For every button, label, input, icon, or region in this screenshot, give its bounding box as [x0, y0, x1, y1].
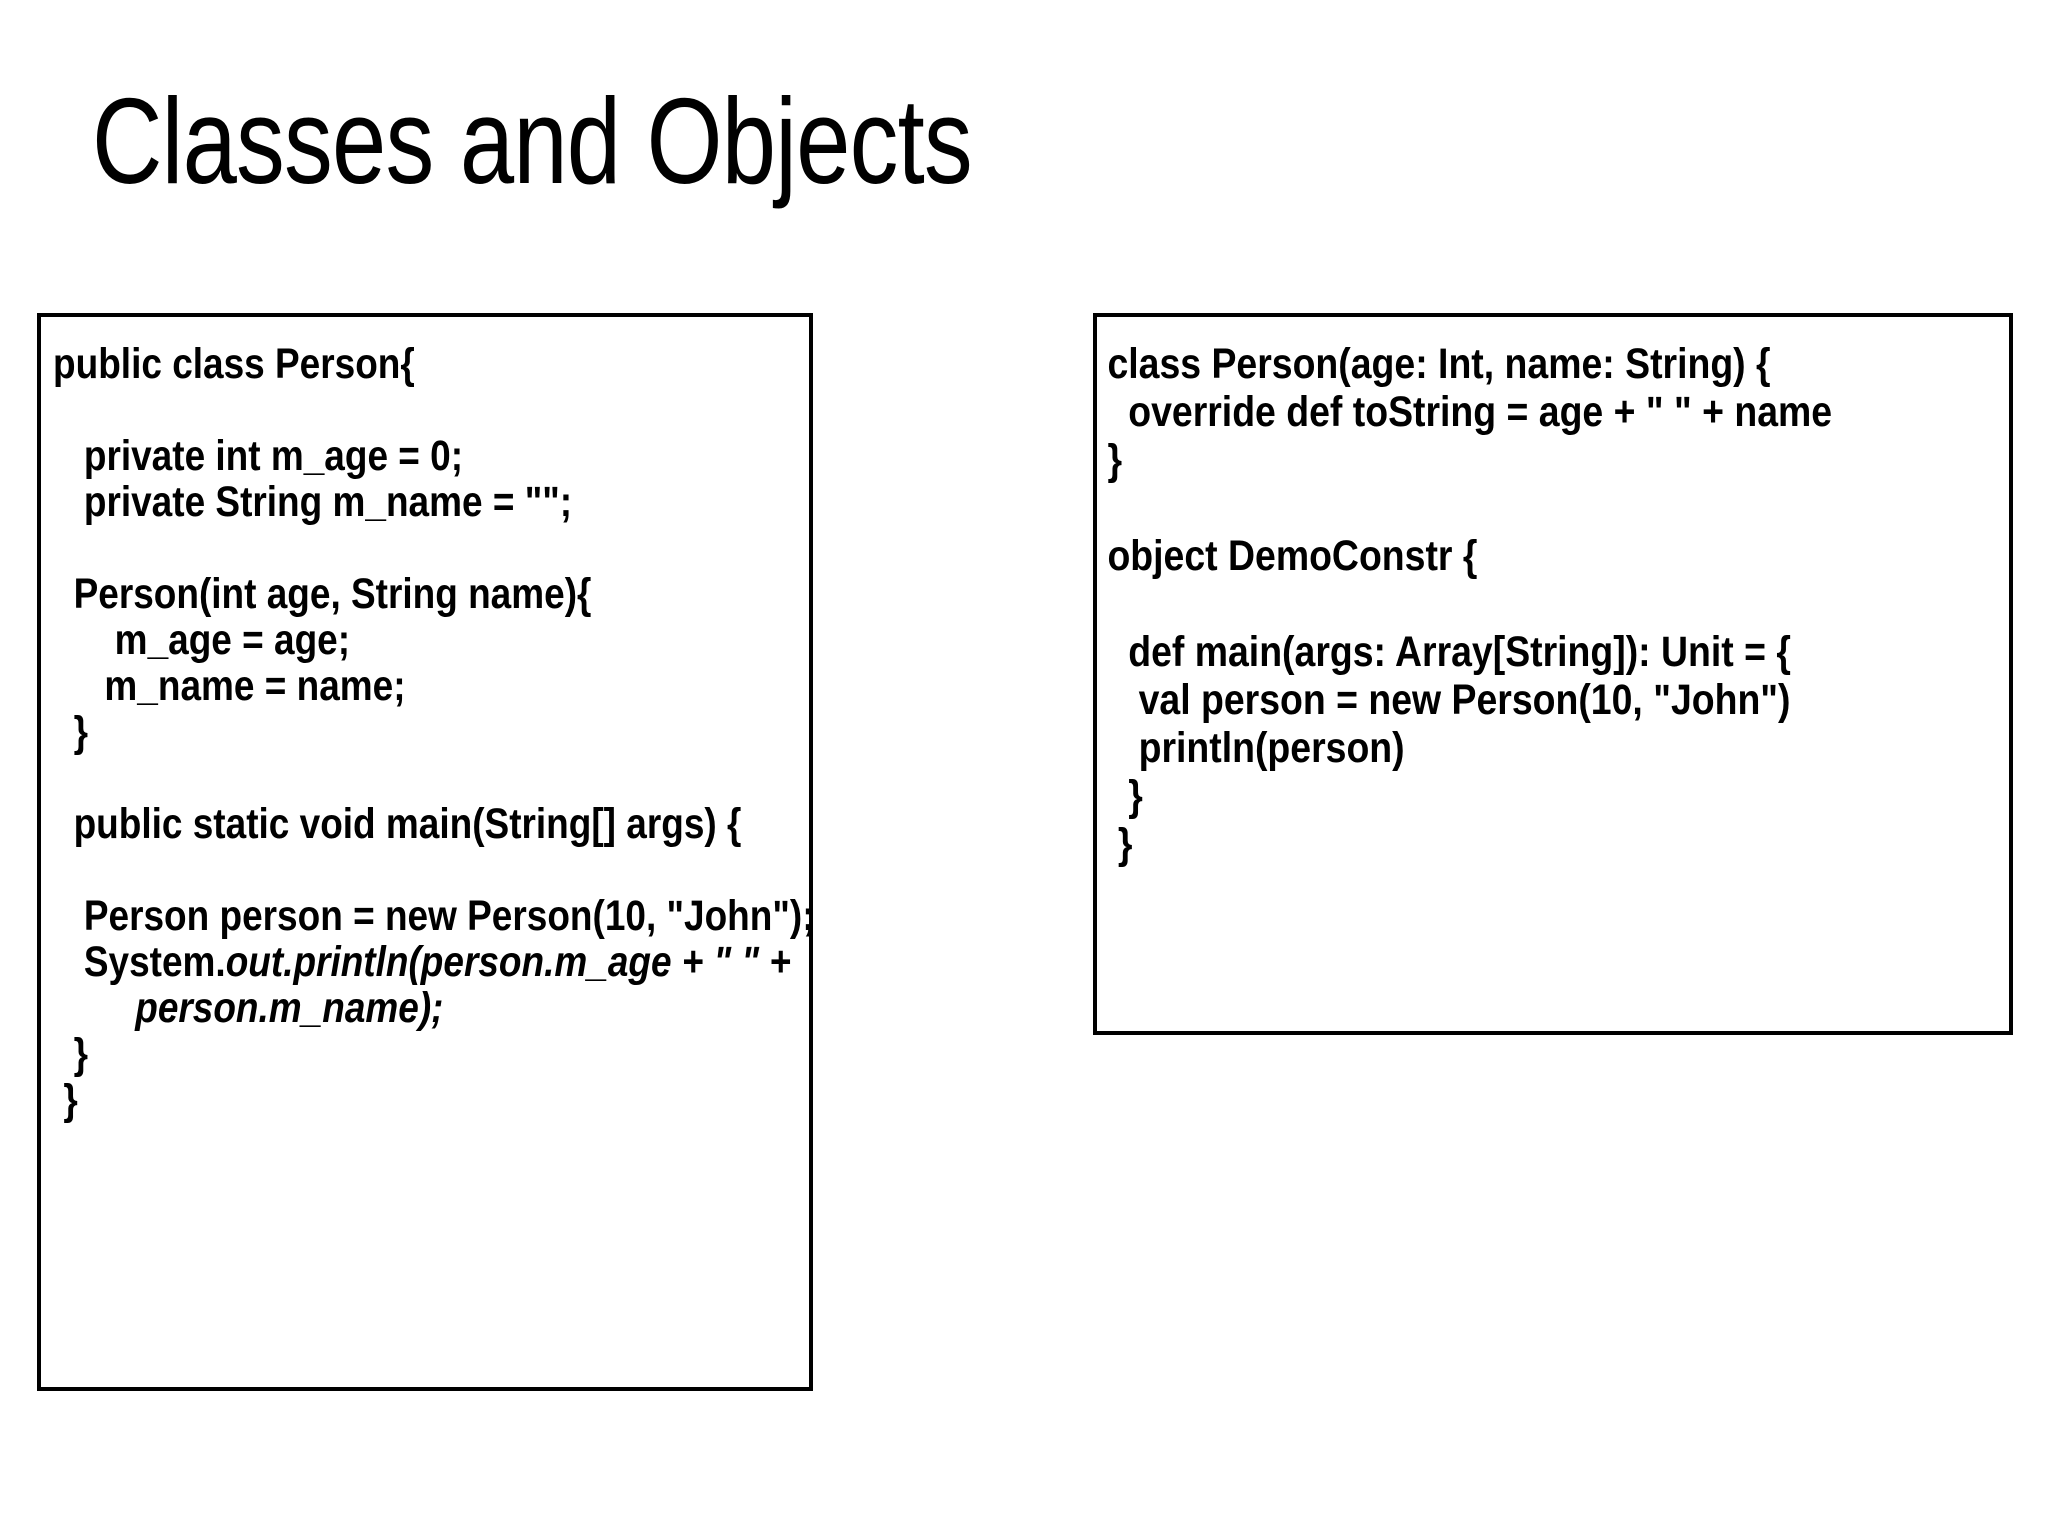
code-line: Person(int age, String name){	[53, 570, 592, 618]
scala-code-box: class Person(age: Int, name: String) { o…	[1093, 313, 2013, 1035]
code-line	[41, 527, 701, 573]
code-line: }	[53, 1030, 88, 1078]
code-line: m_age = age;	[53, 616, 351, 664]
code-line	[1097, 583, 1890, 631]
code-line: public static void main(String[] args) {	[53, 800, 742, 848]
code-line: object DemoConstr {	[1107, 532, 1478, 580]
code-line: }	[1107, 820, 1133, 868]
code-line: private int m_age = 0;	[53, 432, 464, 480]
code-line: public class Person{	[53, 340, 415, 388]
code-line: def main(args: Array[String]): Unit = {	[1107, 628, 1791, 676]
code-line: private String m_name = "";	[53, 478, 573, 526]
code-span-italic: person.m_name);	[53, 984, 444, 1032]
code-line: }	[53, 708, 88, 756]
code-span-plain: System.	[53, 938, 226, 986]
java-code-box: public class Person{ private int m_age =…	[37, 313, 815, 1391]
code-span-italic: out.println(person.m_age + " " +	[225, 938, 791, 986]
code-line: }	[53, 1076, 78, 1124]
code-line	[41, 757, 701, 803]
code-line	[41, 849, 701, 895]
scala-code-block: class Person(age: Int, name: String) { o…	[1097, 317, 2009, 871]
code-line	[41, 389, 701, 435]
code-line	[1097, 487, 1890, 535]
code-line: override def toString = age + " " + name	[1107, 388, 1833, 436]
code-line: person.m_name);	[41, 987, 701, 1033]
code-line: println(person)	[1107, 724, 1405, 772]
code-line: }	[1107, 436, 1122, 484]
code-line: }	[1107, 772, 1143, 820]
code-line: m_name = name;	[53, 662, 406, 710]
code-line: System.out.println(person.m_age + " " +	[41, 938, 791, 987]
code-line: val person = new Person(10, "John")	[1107, 676, 1791, 724]
page-title: Classes and Objects	[92, 73, 973, 209]
java-code-block: public class Person{ private int m_age =…	[41, 317, 815, 1125]
code-line: Person person = new Person(10, "John");	[53, 892, 815, 940]
code-line: class Person(age: Int, name: String) {	[1107, 340, 1771, 388]
